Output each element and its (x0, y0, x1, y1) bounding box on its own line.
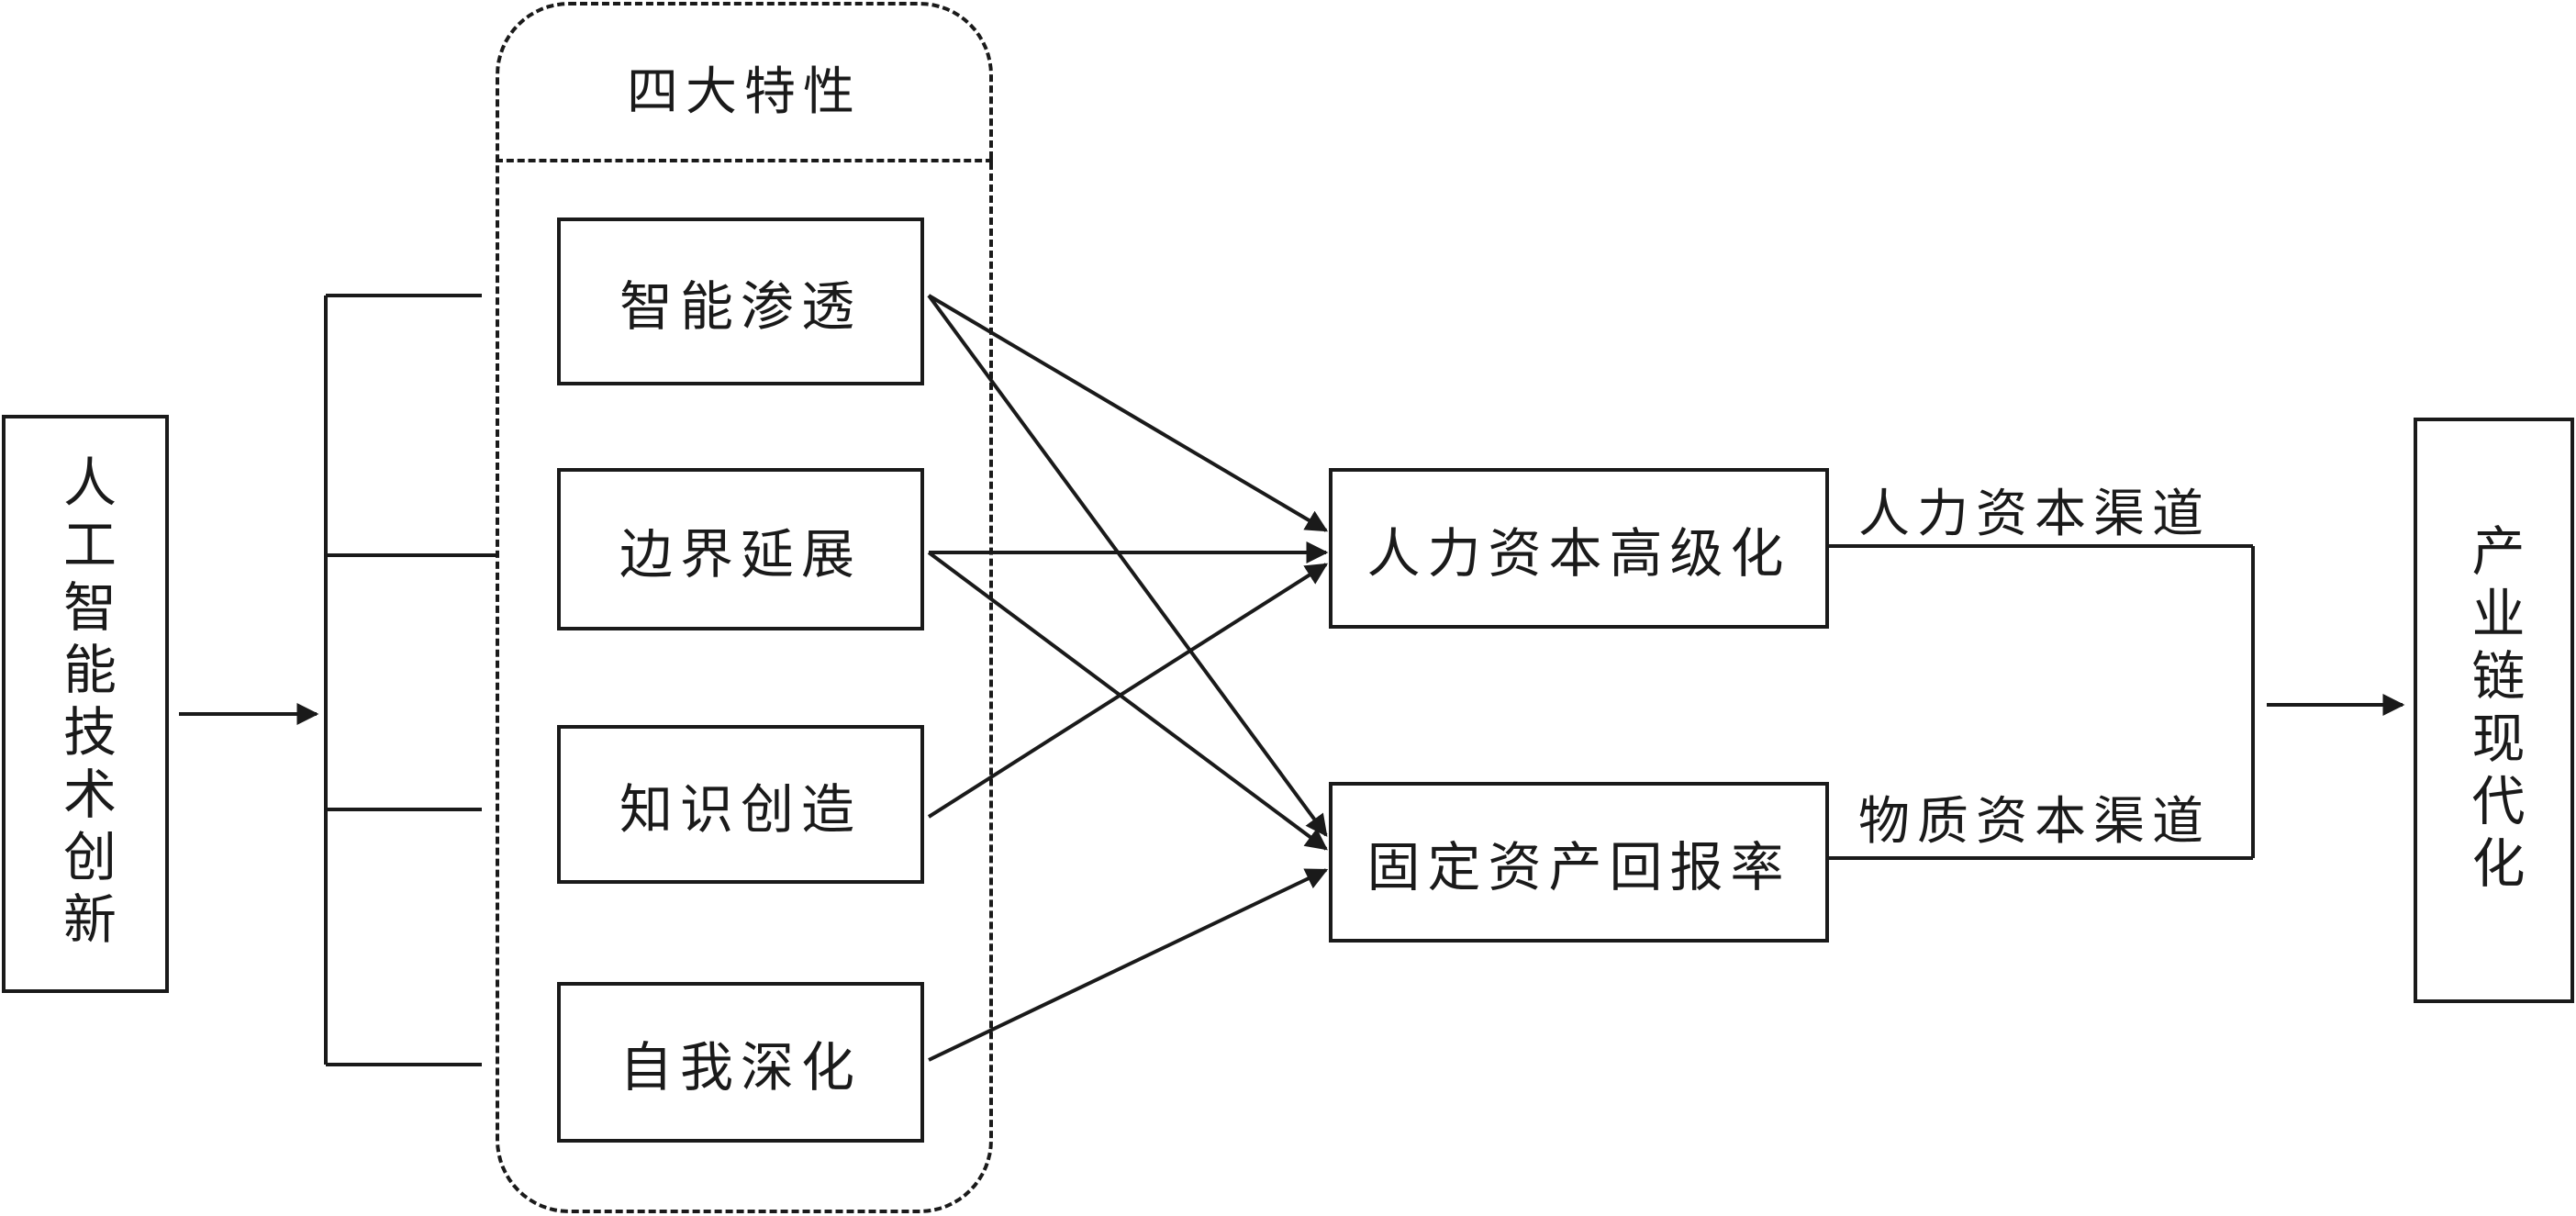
features-group (496, 2, 993, 1213)
arrow-feature3-to-mediator1 (927, 563, 1329, 819)
mediator-label-2: 固定资产回报率 (1366, 835, 1791, 898)
group-divider (496, 159, 993, 162)
input-label: 人工智能技术创新 (54, 454, 117, 954)
arrow-feature1-to-mediator2 (927, 294, 1328, 837)
feature-box-1: 智能渗透 (557, 218, 924, 385)
output-box: 产业链现代化 (2414, 418, 2574, 1003)
arrow-feature1-to-mediator1 (927, 294, 1329, 532)
feature-box-2: 边界延展 (557, 468, 924, 630)
feature-box-3: 知识创造 (557, 725, 924, 884)
channel-label-2: 物质资本渠道 (1858, 792, 2211, 852)
feature-label-1: 智能渗透 (619, 274, 862, 338)
feature-box-4: 自我深化 (557, 982, 924, 1143)
feature-label-2: 边界延展 (619, 522, 862, 586)
mediator-box-2: 固定资产回报率 (1329, 782, 1829, 943)
feature-label-3: 知识创造 (619, 777, 862, 841)
output-label: 产业链现代化 (2462, 523, 2526, 898)
arrow-feature4-to-mediator2 (928, 868, 1329, 1062)
group-title: 四大特性 (627, 62, 862, 122)
feature-label-4: 自我深化 (619, 1035, 862, 1099)
channel-label-1: 人力资本渠道 (1858, 485, 2211, 544)
mediator-box-1: 人力资本高级化 (1329, 468, 1829, 629)
input-box: 人工智能技术创新 (2, 415, 169, 993)
arrow-feature2-to-mediator2 (927, 551, 1328, 851)
mediator-label-1: 人力资本高级化 (1366, 521, 1791, 585)
